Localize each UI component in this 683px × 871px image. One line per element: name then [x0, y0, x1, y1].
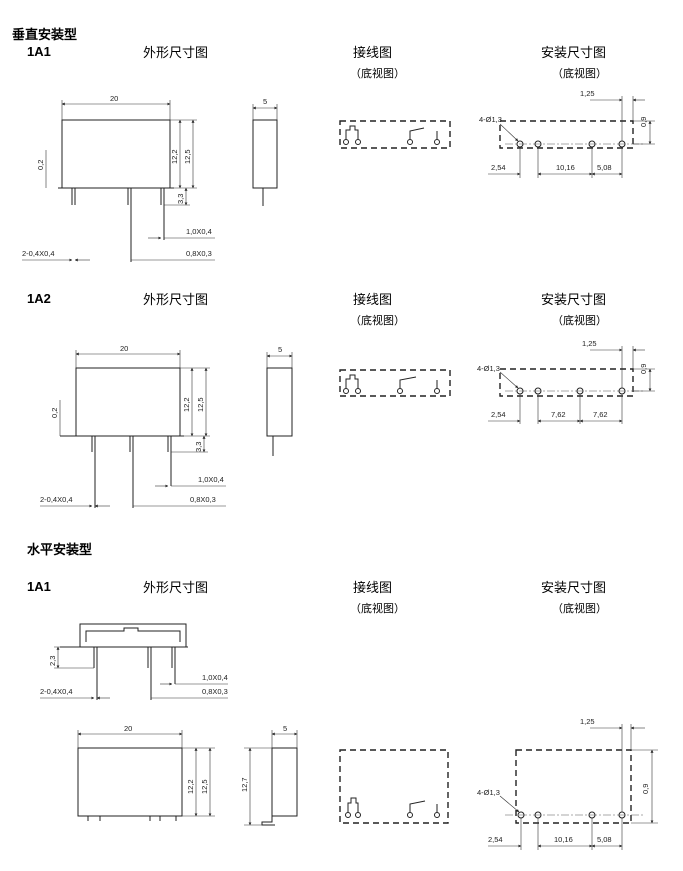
- dim-pin-2-0-4x0-4: 2-0,4X0,4: [40, 687, 73, 696]
- dim-width: 20: [124, 724, 132, 733]
- dim-pin-1-0x0-4: 1,0X0,4: [202, 673, 228, 682]
- bottom-view-label: （底视图）: [350, 67, 405, 80]
- column-title-outline: 外形尺寸图: [143, 293, 209, 308]
- column-title-outline: 外形尺寸图: [143, 581, 209, 596]
- dim-depth: 5: [283, 724, 287, 733]
- wiring-diagram-v-1a2: [339, 369, 451, 397]
- column-title-mounting: 安装尺寸图: [541, 46, 607, 61]
- section-title-vertical: 垂直安装型: [12, 28, 78, 43]
- dim-depth: 5: [278, 345, 282, 354]
- column-title-mounting: 安装尺寸图: [541, 581, 607, 596]
- mounting-diagram-v-1a2: 4-Ø1,3 2,54 7,62 7,62 1,25 0,9: [477, 339, 655, 424]
- dim-pitch-2-54: 2,54: [491, 410, 506, 419]
- dim-pitch-7-62: 7,62: [551, 410, 566, 419]
- dim-1-25: 1,25: [580, 717, 595, 726]
- column-title-mounting: 安装尺寸图: [541, 293, 607, 308]
- bottom-view-label: （底视图）: [350, 314, 405, 327]
- dim-holes: 4-Ø1,3: [477, 364, 500, 373]
- dim-pitch-2-54: 2,54: [488, 835, 503, 844]
- dim-pitch-2-54: 2,54: [491, 163, 506, 172]
- dim-depth: 5: [263, 97, 267, 106]
- model-label-v-1a2: 1A2: [27, 291, 51, 306]
- outline-side-v-1a1: 5: [252, 97, 278, 206]
- model-label-v-1a1: 1A1: [27, 44, 51, 59]
- dim-0-9: 0,9: [639, 364, 648, 374]
- dim-pin-length: 3,3: [176, 194, 185, 204]
- dim-1-25: 1,25: [582, 339, 597, 348]
- mounting-diagram-v-1a1: 4-Ø1,3 2,54 10,16 5,08 1,25 0,9: [479, 89, 655, 178]
- dim-2-3: 2,3: [48, 656, 57, 666]
- dim-pin-0-8x0-3: 0,8X0,3: [186, 249, 212, 258]
- dim-gap: 0,2: [36, 160, 45, 170]
- dim-pin-1-0x0-4: 1,0X0,4: [186, 227, 212, 236]
- outline-side-v-1a2: 5: [266, 345, 293, 456]
- dim-holes: 4-Ø1,3: [477, 788, 500, 797]
- dim-pin-1-0x0-4: 1,0X0,4: [198, 475, 224, 484]
- dim-height-12-2: 12,2: [186, 779, 195, 794]
- mounting-diagram-h-1a1: 4-Ø1,3 2,54 10,16 5,08 1,25 0,9: [477, 717, 658, 850]
- dim-height-12-5: 12,5: [200, 779, 209, 794]
- dim-pin-2-0-4x0-4: 2-0,4X0,4: [22, 249, 55, 258]
- dim-pitch-5-08: 5,08: [597, 835, 612, 844]
- wiring-diagram-h-1a1: [339, 749, 449, 824]
- bottom-view-label: （底视图）: [350, 602, 405, 615]
- dim-pin-length: 3,3: [194, 442, 203, 452]
- outline-front-v-1a1: 20 12,2 12,5 3,3 0,2 1,0X0,4 0,8X0,3 2-0…: [22, 94, 215, 262]
- dim-pitch-7-62: 7,62: [593, 410, 608, 419]
- dim-height-12-7: 12,7: [240, 777, 249, 792]
- dim-pitch-5-08: 5,08: [597, 163, 612, 172]
- outline-side-h-1a1: 5 12,7: [240, 724, 298, 826]
- dim-height-12-5: 12,5: [183, 149, 192, 164]
- outline-front-v-1a2: 20 12,2 12,5 3,3 0,2 1,0X0,4 0,8X0,3 2-0…: [40, 344, 226, 508]
- dim-1-25: 1,25: [580, 89, 595, 98]
- column-title-wiring: 接线图: [353, 46, 393, 61]
- dim-gap: 0,2: [50, 408, 59, 418]
- dim-holes: 4-Ø1,3: [479, 115, 502, 124]
- dim-pin-0-8x0-3: 0,8X0,3: [202, 687, 228, 696]
- wiring-diagram-v-1a1: [339, 120, 451, 149]
- model-label-h-1a1: 1A1: [27, 579, 51, 594]
- bottom-view-label: （底视图）: [552, 67, 607, 80]
- bottom-view-label: （底视图）: [552, 602, 607, 615]
- dim-0-9: 0,9: [641, 784, 650, 794]
- outline-front-h-1a1: 20 12,2 12,5: [77, 724, 215, 821]
- dim-pitch-10-16: 10,16: [556, 163, 575, 172]
- dim-pin-0-8x0-3: 0,8X0,3: [190, 495, 216, 504]
- section-title-horizontal: 水平安装型: [27, 543, 93, 558]
- column-title-outline: 外形尺寸图: [143, 46, 209, 61]
- dim-width: 20: [120, 344, 128, 353]
- dim-height-12-2: 12,2: [170, 149, 179, 164]
- bottom-view-label: （底视图）: [552, 314, 607, 327]
- outline-top-h-1a1: 2,3 1,0X0,4 0,8X0,3 2-0,4X0,4: [40, 623, 228, 700]
- dim-height-12-5: 12,5: [196, 397, 205, 412]
- column-title-wiring: 接线图: [353, 293, 393, 308]
- dim-0-9: 0,9: [639, 117, 648, 127]
- dim-pin-2-0-4x0-4: 2-0,4X0,4: [40, 495, 73, 504]
- dim-width: 20: [110, 94, 118, 103]
- dim-height-12-2: 12,2: [182, 397, 191, 412]
- dim-pitch-10-16: 10,16: [554, 835, 573, 844]
- column-title-wiring: 接线图: [353, 581, 393, 596]
